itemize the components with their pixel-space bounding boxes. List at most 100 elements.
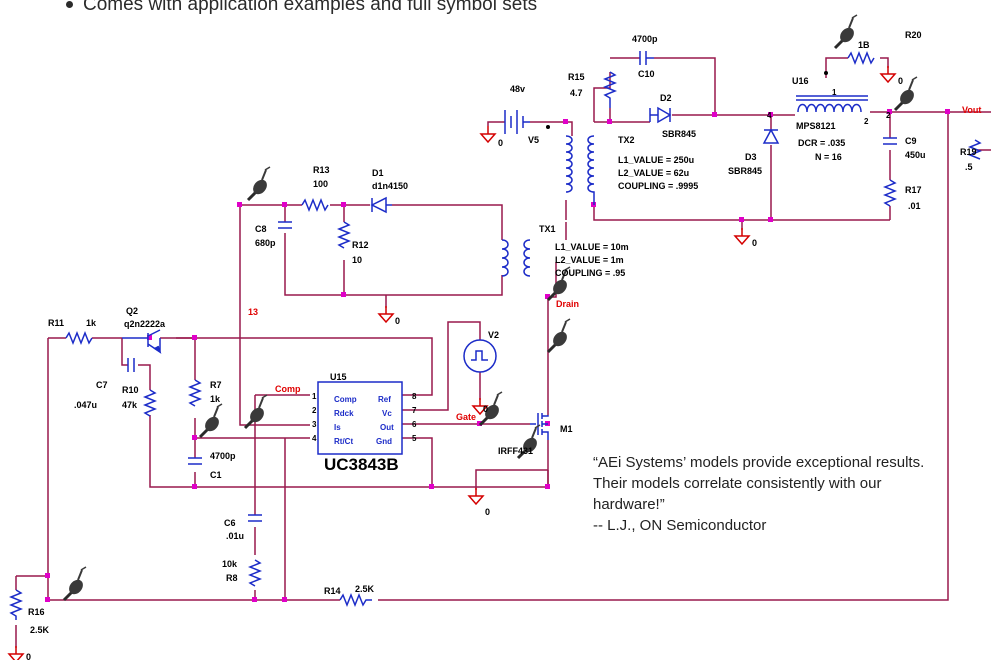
label-c7: C7 bbox=[96, 380, 108, 390]
label-r19: R19 bbox=[960, 147, 977, 157]
testimonial-attribution: -- L.J., ON Semiconductor bbox=[593, 517, 767, 534]
resistor-r7 bbox=[187, 379, 203, 407]
label-d1-value: d1n4150 bbox=[372, 181, 408, 191]
label-d2: D2 bbox=[660, 93, 672, 103]
bullet-dot bbox=[66, 1, 73, 9]
label-c7-value: .047u bbox=[74, 400, 97, 410]
label-r8-value: 10k bbox=[222, 559, 238, 569]
label-tx2-coupling: COUPLING = .9995 bbox=[618, 181, 698, 191]
label-c6-value: .01u bbox=[226, 531, 244, 541]
ground-label: 0 bbox=[898, 76, 903, 86]
pin-num-4: 4 bbox=[312, 434, 317, 443]
label-r13-value: 100 bbox=[313, 179, 328, 189]
label-d2-value: SBR845 bbox=[662, 129, 696, 139]
label-d3-value: SBR845 bbox=[728, 166, 762, 176]
transistor-q2 bbox=[122, 329, 162, 354]
label-u16-dcr: DCR = .035 bbox=[798, 138, 845, 148]
label-tx1-coupling: COUPLING = .95 bbox=[555, 268, 625, 278]
label-c10-value: 4700p bbox=[632, 34, 658, 44]
label-c10: C10 bbox=[638, 69, 655, 79]
label-r10: R10 bbox=[122, 385, 139, 395]
pin-num-7: 7 bbox=[412, 406, 417, 415]
label-r7: R7 bbox=[210, 380, 222, 390]
source-v2 bbox=[463, 339, 497, 373]
label-r15-value: 4.7 bbox=[570, 88, 583, 98]
pin-name-comp: Comp bbox=[334, 395, 357, 404]
testimonial-text: “AEi Systems’ models provide exceptional… bbox=[593, 454, 925, 513]
ground-label: 0 bbox=[395, 316, 400, 326]
pin-num-3: 3 bbox=[312, 420, 317, 429]
label-c9: C9 bbox=[905, 136, 917, 146]
label-r15: R15 bbox=[568, 72, 585, 82]
label-u15: U15 bbox=[330, 372, 347, 382]
net-labels: Comp Gate Drain Vout 13 bbox=[248, 105, 981, 422]
label-r11: R11 bbox=[48, 318, 64, 328]
diode-d3 bbox=[762, 128, 780, 144]
mosfet-m1 bbox=[530, 413, 549, 440]
pin-name-out: Out bbox=[380, 423, 394, 432]
label-v5: V5 bbox=[528, 135, 539, 145]
testimonial: “AEi Systems’ models provide exceptional… bbox=[593, 452, 953, 536]
resistor-r12 bbox=[336, 221, 352, 249]
capacitor-c7 bbox=[127, 358, 135, 372]
pin-num-8: 8 bbox=[412, 392, 417, 401]
label-r10-value: 47k bbox=[122, 400, 138, 410]
net-drain: Drain bbox=[556, 299, 579, 309]
label-r14: R14 bbox=[324, 586, 341, 596]
label-c9-value: 450u bbox=[905, 150, 926, 160]
label-u16: U16 bbox=[792, 76, 809, 86]
ground-label: 0 bbox=[485, 507, 490, 517]
label-q2: Q2 bbox=[126, 306, 138, 316]
label-c8-value: 680p bbox=[255, 238, 276, 248]
pin-num-6: 6 bbox=[412, 420, 417, 429]
label-c6: C6 bbox=[224, 518, 236, 528]
label-r16-value: 2.5K bbox=[30, 625, 50, 635]
capacitor-c6 bbox=[248, 514, 262, 522]
label-r11-value: 1k bbox=[86, 318, 97, 328]
pin-name-rdck: Rdck bbox=[334, 409, 354, 418]
pin-name-ref: Ref bbox=[378, 395, 391, 404]
capacitor-c1 bbox=[188, 457, 202, 465]
label-r7-value: 1k bbox=[210, 394, 221, 404]
label-r17-value: .01 bbox=[908, 201, 921, 211]
label-v5-value: 48v bbox=[510, 84, 525, 94]
label-tx1-l1: L1_VALUE = 10m bbox=[555, 242, 629, 252]
label-r12: R12 bbox=[352, 240, 369, 250]
ground-symbols bbox=[8, 65, 896, 660]
ground-labels: 0 0 0 0 0 0 0 bbox=[26, 76, 903, 660]
component-labels: R11 1k Q2 q2n2222a C7 .047u R10 47k R7 1… bbox=[28, 30, 977, 635]
label-c8: C8 bbox=[255, 224, 267, 234]
transformer-tx1 bbox=[501, 239, 531, 277]
feature-bullet: Comes with application examples and full… bbox=[66, 0, 537, 16]
ground-label: 0 bbox=[752, 238, 757, 248]
label-m1: M1 bbox=[560, 424, 573, 434]
diode-d2 bbox=[649, 106, 672, 124]
ground-label: 0 bbox=[483, 404, 488, 414]
diode-d1 bbox=[370, 196, 392, 214]
label-u16-n: N = 16 bbox=[815, 152, 842, 162]
polarity-dot bbox=[824, 71, 828, 75]
label-r18: 1B bbox=[858, 40, 870, 50]
pin-num-2: 2 bbox=[312, 406, 317, 415]
label-m1-value: IRFF431 bbox=[498, 446, 533, 456]
ic-u15-pins: Comp Rdck Is Rt/Ct Ref Vc Out Gnd 1 2 3 … bbox=[312, 88, 891, 446]
label-v2: V2 bbox=[488, 330, 499, 340]
net-13: 13 bbox=[248, 307, 258, 317]
resistor-r20 bbox=[847, 50, 875, 66]
schematic-components bbox=[8, 50, 983, 620]
net-vout: Vout bbox=[962, 105, 981, 115]
label-r20: R20 bbox=[905, 30, 922, 40]
inductor-u16 bbox=[796, 95, 868, 113]
resistor-r13 bbox=[301, 197, 329, 213]
resistor-r8 bbox=[247, 559, 263, 587]
ic-u15 bbox=[317, 381, 403, 455]
capacitor-c8 bbox=[278, 221, 292, 229]
resistor-r19 bbox=[967, 139, 983, 160]
label-tx2: TX2 bbox=[618, 135, 635, 145]
capacitor-c9 bbox=[883, 137, 897, 145]
label-u16-value: MPS8121 bbox=[796, 121, 836, 131]
pin-name-vc: Vc bbox=[382, 409, 392, 418]
ground-label: 0 bbox=[26, 652, 31, 660]
coil-pin-1: 1 bbox=[832, 88, 837, 97]
